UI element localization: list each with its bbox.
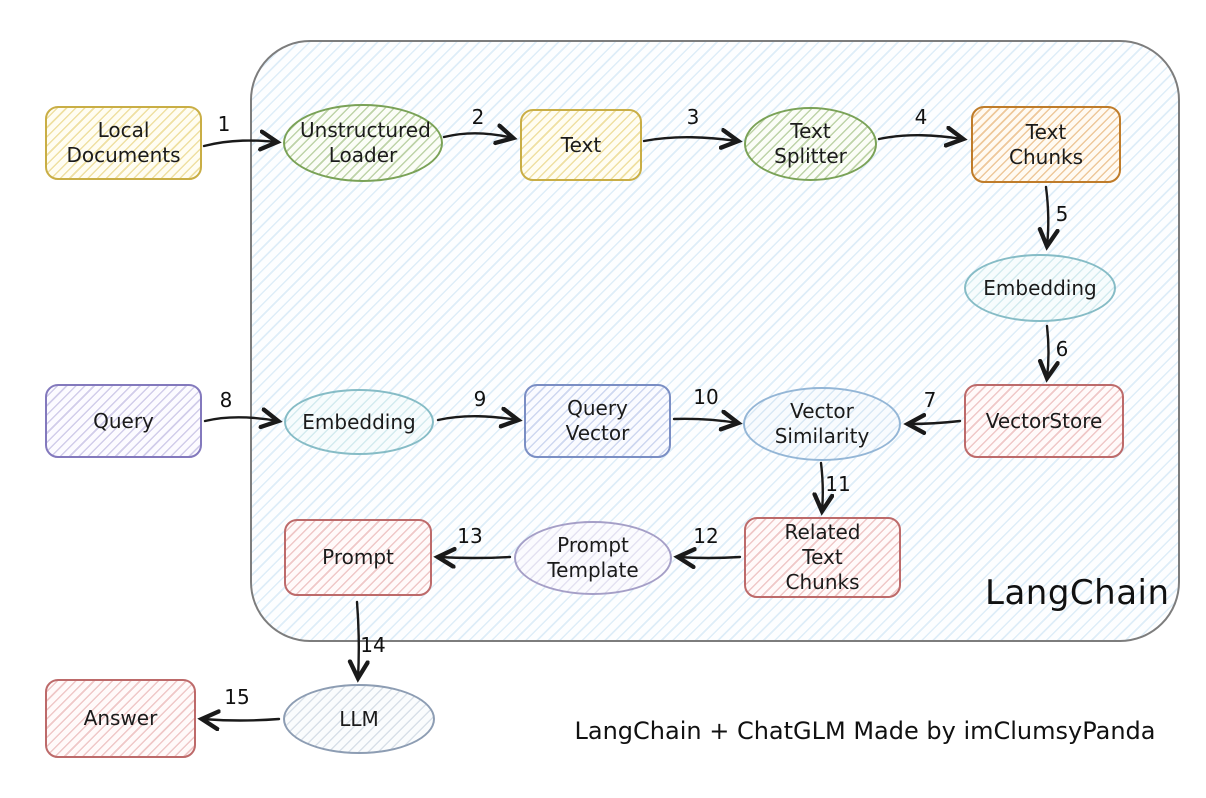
edge-label-5: 5 (1055, 202, 1069, 226)
node-label: Unstructured Loader (300, 118, 431, 167)
node-label: Text Chunks (1009, 119, 1083, 169)
edge-label-6: 6 (1055, 337, 1069, 361)
node-unstructured-loader: Unstructured Loader (283, 104, 443, 182)
node-label: Embedding (983, 275, 1097, 300)
node-query-vector: Query Vector (524, 384, 671, 458)
edge-label-11: 11 (825, 472, 851, 496)
node-label: Related Text Chunks (784, 520, 861, 594)
edge-label-1: 1 (217, 112, 231, 136)
node-label: VectorStore (985, 408, 1103, 433)
edge-label-7: 7 (923, 388, 937, 412)
node-label: Embedding (302, 409, 416, 434)
arrow-15 (202, 719, 281, 721)
edge-label-15: 15 (224, 685, 250, 709)
node-label: Answer (83, 706, 158, 730)
edge-label-2: 2 (471, 105, 485, 129)
node-text-chunks: Text Chunks (971, 106, 1121, 183)
node-text-splitter: Text Splitter (744, 107, 877, 181)
edge-label-12: 12 (693, 524, 719, 548)
node-local-documents: Local Documents (45, 106, 202, 180)
container-title: LangChain (985, 573, 1170, 613)
node-llm: LLM (283, 684, 435, 754)
edge-label-9: 9 (473, 387, 487, 411)
edge-label-3: 3 (686, 105, 700, 129)
node-label: Local Documents (66, 118, 181, 167)
node-vector-similarity: Vector Similarity (743, 387, 901, 461)
edge-label-13: 13 (457, 524, 483, 548)
node-embedding-docs: Embedding (964, 254, 1116, 322)
node-label: LLM (339, 706, 379, 731)
node-label: Prompt (322, 545, 394, 569)
node-label: Vector Similarity (774, 399, 870, 448)
diagram-caption: LangChain + ChatGLM Made by imClumsyPand… (574, 717, 1156, 745)
node-related-text-chunks: Related Text Chunks (744, 517, 901, 598)
edge-label-14: 14 (360, 633, 386, 657)
node-label: Prompt Template (547, 533, 639, 582)
edge-label-4: 4 (914, 105, 928, 129)
node-label: Query (93, 408, 154, 433)
node-label: Text (560, 132, 602, 157)
edge-label-10: 10 (693, 385, 719, 409)
node-query: Query (45, 384, 202, 458)
node-vectorstore: VectorStore (964, 384, 1124, 458)
node-answer: Answer (45, 679, 196, 758)
edge-label-8: 8 (219, 388, 233, 412)
node-label: Text Splitter (774, 119, 847, 168)
node-text: Text (520, 109, 642, 181)
node-embedding-query: Embedding (284, 389, 434, 455)
node-prompt: Prompt (284, 519, 432, 596)
node-prompt-template: Prompt Template (514, 521, 672, 595)
node-label: Query Vector (565, 396, 630, 445)
